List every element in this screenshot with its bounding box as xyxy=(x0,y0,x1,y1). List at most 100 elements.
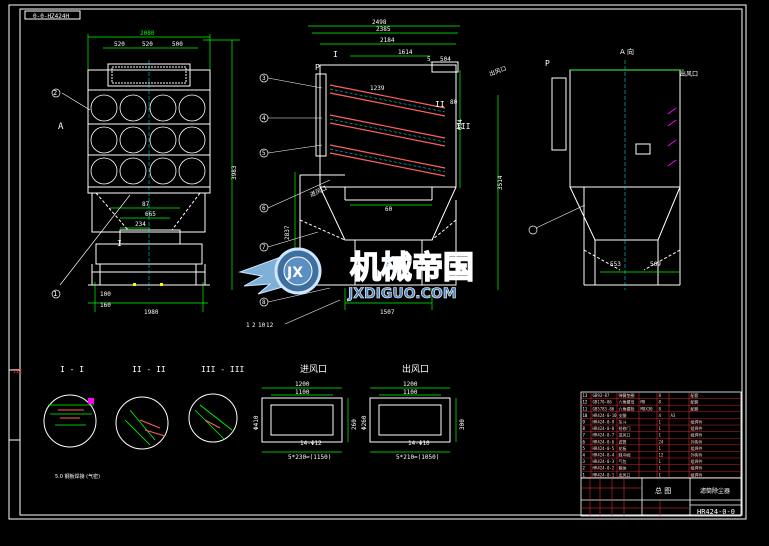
bom-cell: 4 xyxy=(659,413,662,418)
inlet-dim: 260 xyxy=(351,419,358,430)
outlet-dim: 1200 xyxy=(403,381,418,388)
side-dim: 1614 xyxy=(398,49,413,56)
callout: 7 xyxy=(262,244,266,251)
bom-cell: M8X30 xyxy=(641,406,654,411)
side-frame-mark: III xyxy=(13,369,22,375)
bom-cell: HR424-0-10 xyxy=(593,413,618,418)
right-view: A 向 P 出风口 553 569 xyxy=(528,47,698,290)
bom-cell: 10 xyxy=(583,413,588,418)
bom-cell: 1 xyxy=(659,472,662,477)
detail-sections: I - I II - II III - III 5.0 钢板焊接 (气密) xyxy=(43,365,245,480)
bom-cell: 组焊件 xyxy=(691,458,703,464)
watermark-logo: JX 机械帝国 JXDIGUO.COM xyxy=(238,247,475,302)
bom-cell: 24 xyxy=(659,439,664,444)
bom-cell: 1 xyxy=(659,433,662,438)
bom-cell: GB93-87 xyxy=(593,393,610,398)
bom-cell: 组焊件 xyxy=(691,419,703,425)
side-dim: 504 xyxy=(440,56,451,63)
front-dim: 520 xyxy=(114,41,125,48)
side-dim: 1239 xyxy=(370,85,385,92)
bom-cell: 1 xyxy=(659,446,662,451)
logo-letters: JX xyxy=(286,265,303,281)
watermark-domain: JXDIGUO.COM xyxy=(347,286,457,302)
callout: 1 xyxy=(246,322,250,329)
inlet-dim: 1100 xyxy=(295,389,310,396)
bom-cell: HR424-0-3 xyxy=(593,459,615,464)
bom-cell: 组焊件 xyxy=(691,445,703,451)
callout: 1 xyxy=(53,290,57,298)
bom-cell: 9 xyxy=(583,420,586,425)
side-dim: 2498 xyxy=(372,19,387,26)
callout: 2 xyxy=(53,89,57,97)
inlet-title: 进风口 xyxy=(300,364,327,375)
bom-cell: 2 xyxy=(583,466,586,471)
label-p: P xyxy=(315,63,320,72)
bom-cell: M8 xyxy=(641,400,646,405)
bom-cell: 脉冲阀 xyxy=(619,452,631,458)
bom-cell: 外购件 xyxy=(691,452,703,458)
bom-cell: 1 xyxy=(659,466,662,471)
callout: 2 xyxy=(252,322,256,329)
watermark-chinese: 机械帝国 xyxy=(350,250,474,286)
bom-cell: 配套 xyxy=(691,405,699,411)
label-ii: II xyxy=(435,100,445,109)
outlet-detail: 出风口 1200 1100 5*210=(1050) 14-Φ10 300 Φ2… xyxy=(361,363,466,461)
bom-cell: 配套 xyxy=(691,392,699,398)
label-i: I xyxy=(333,50,338,59)
callout: 6 xyxy=(262,205,266,212)
section-mark: I xyxy=(117,239,122,248)
side-dim: 60 xyxy=(385,206,393,213)
inlet-dim: Φ410 xyxy=(253,415,260,430)
bom-cell: 六角螺栓 xyxy=(619,405,635,411)
outlet-dim: Φ260 xyxy=(361,415,368,430)
outlet-dim: 5*210=(1050) xyxy=(396,454,439,461)
front-view: 2080 520 520 500 87 665 234 3983 100 160… xyxy=(51,30,240,316)
front-dim: 2080 xyxy=(140,30,155,37)
detail-title: III - III xyxy=(201,365,245,374)
bom-cell: 8 xyxy=(659,406,662,411)
bom-cell: 12 xyxy=(659,453,664,458)
bom-cell: HR424-0-2 xyxy=(593,466,615,471)
bom-cell: 灰斗 xyxy=(619,419,627,425)
callout: 5 xyxy=(262,150,266,157)
front-dim: 160 xyxy=(100,302,111,309)
bom-cell: HR424-0-1 xyxy=(593,472,615,477)
inlet-dim: 5*230=(1150) xyxy=(288,454,331,461)
bom-cell: A3 xyxy=(671,413,676,418)
label-p: P xyxy=(545,59,550,68)
side-dim: 80 xyxy=(450,99,458,106)
bom-cell: 7 xyxy=(583,433,586,438)
inlet-label: 进风口 xyxy=(308,184,328,199)
drawing-title: 总 图 xyxy=(655,486,671,495)
bom-cell: 检修门 xyxy=(619,425,631,431)
front-dim: 3983 xyxy=(231,165,238,180)
bom-cell: 4 xyxy=(583,453,586,458)
bom-cell: 组焊件 xyxy=(691,432,703,438)
bom-cell: 外购件 xyxy=(691,438,703,444)
bom-cell: 组焊件 xyxy=(691,425,703,431)
bom-cell: 1 xyxy=(659,459,662,464)
front-dim: 1980 xyxy=(144,309,159,316)
right-dim: 553 xyxy=(610,261,621,268)
inlet-dim: 1200 xyxy=(295,381,310,388)
bom-cell: HR424-0-9 xyxy=(593,420,615,425)
callout: 10 xyxy=(258,322,266,329)
front-dim: 520 xyxy=(142,41,153,48)
bom-cell: 花板 xyxy=(619,445,627,451)
side-dim: 3514 xyxy=(497,175,504,190)
bom-cell: HR424-0-8 xyxy=(593,426,615,431)
callout: 8 xyxy=(262,299,266,306)
detail-title: I - I xyxy=(60,365,84,374)
side-dim: 1507 xyxy=(380,309,395,316)
detail-title: II - II xyxy=(132,365,166,374)
bom-cell: GB170-86 xyxy=(593,400,613,405)
front-dim: 100 xyxy=(100,291,111,298)
code-label: 0-0-HZ424H xyxy=(33,13,70,20)
right-dim: 569 xyxy=(650,261,661,268)
bom-cell: 配套 xyxy=(691,399,699,405)
side-dim: 2385 xyxy=(376,26,391,33)
outlet-label: 出风口 xyxy=(680,70,698,78)
bom-cell: 组焊件 xyxy=(691,471,703,477)
outlet-dim: 1100 xyxy=(403,389,418,396)
